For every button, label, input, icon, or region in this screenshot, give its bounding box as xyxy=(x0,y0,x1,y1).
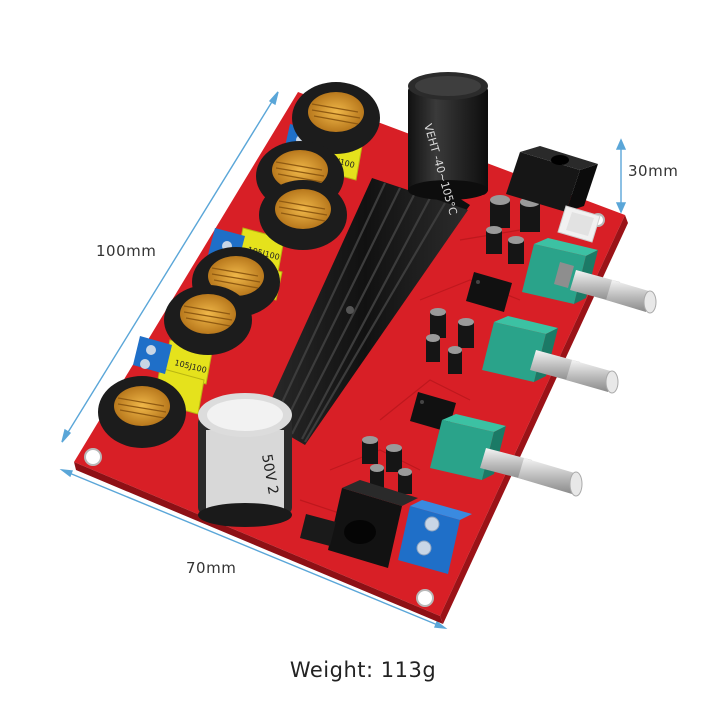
capacitor-label: 50V 2 xyxy=(258,453,281,496)
screw-terminal xyxy=(133,336,172,374)
small-capacitor xyxy=(508,236,524,264)
small-capacitor xyxy=(386,444,402,472)
small-capacitor xyxy=(398,468,412,494)
small-capacitor xyxy=(362,436,378,464)
small-capacitor xyxy=(430,308,446,338)
small-capacitor xyxy=(486,226,502,254)
height-dimension-label: 30mm xyxy=(628,162,679,180)
smd-regulator xyxy=(300,514,336,546)
width-arrow-left xyxy=(59,469,73,478)
potentiometers xyxy=(430,238,657,497)
height-arrow-bottom xyxy=(615,202,627,214)
length-arrow-top xyxy=(268,91,279,106)
power-terminal[interactable] xyxy=(398,500,472,574)
inductor xyxy=(259,180,347,250)
header-connector xyxy=(557,205,601,243)
ic-chip xyxy=(466,272,512,312)
small-capacitor xyxy=(490,195,510,228)
heatsink xyxy=(262,178,470,445)
weight-label: Weight: 113g xyxy=(289,658,437,682)
mounting-hole xyxy=(416,589,434,607)
length-arrow-bottom xyxy=(61,428,72,443)
electrolytic-capacitor-large: VEHT -40~105°C xyxy=(408,72,488,217)
audio-jack xyxy=(506,146,598,212)
potentiometer-2[interactable] xyxy=(482,316,619,394)
width-dimension-label: 70mm xyxy=(186,559,237,577)
potentiometer-1[interactable] xyxy=(522,238,657,314)
dc-power-jack xyxy=(328,480,418,568)
potentiometer-3[interactable] xyxy=(430,414,583,497)
inductor xyxy=(164,285,252,355)
dimension-lines xyxy=(59,91,627,629)
electrolytic-capacitor-bottom: 50V 2 xyxy=(198,393,292,527)
length-dimension-line xyxy=(61,91,279,443)
small-capacitors xyxy=(362,195,540,494)
mounting-hole xyxy=(84,448,102,466)
inductor xyxy=(98,376,186,448)
small-capacitor xyxy=(426,334,440,362)
height-arrow-top xyxy=(615,138,627,150)
inductor xyxy=(292,82,380,154)
small-capacitor xyxy=(458,318,474,348)
width-dimension-line xyxy=(61,469,446,629)
length-dimension-label: 100mm xyxy=(96,242,157,260)
inductors xyxy=(98,82,380,448)
width-arrow-right xyxy=(434,620,448,629)
small-capacitor xyxy=(448,346,462,374)
